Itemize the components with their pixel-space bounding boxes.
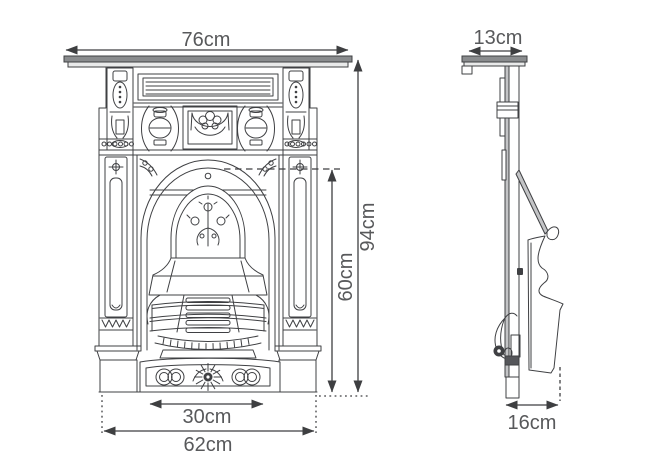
fire-grate: [146, 294, 270, 359]
dimension-label-base-depth: 16cm: [508, 412, 557, 434]
urn-right: [237, 105, 275, 152]
back-plate: [496, 65, 521, 378]
central-fruit-panel: [182, 105, 238, 150]
frieze-tier: [98, 105, 318, 156]
dimension-label-shelf-depth: 13cm: [474, 27, 523, 49]
dimension-label-opening-height: 60cm: [335, 253, 357, 302]
floral-motif: [186, 195, 230, 247]
dimension-label-shelf-width: 76cm: [182, 29, 231, 51]
spandrel-right: [258, 158, 277, 177]
mantel-shelf-side: [461, 55, 528, 75]
apron: [154, 335, 262, 350]
scroll-bracket: [493, 312, 520, 366]
sunburst-motif: [192, 363, 224, 391]
entablature: [98, 66, 318, 349]
egg-dart-band-right: [284, 141, 317, 147]
base-foot: [505, 376, 520, 399]
side-view-drawing: [461, 55, 564, 399]
arch: [136, 154, 280, 351]
reeded-panel: [145, 81, 271, 95]
front-dimensions: 76cm 94cm 60cm 30cm 62cm: [65, 29, 379, 456]
pilaster-right: [274, 107, 322, 393]
urn-left: [141, 105, 179, 152]
pilaster-left: [94, 107, 142, 393]
dimension-label-overall-height: 94cm: [357, 203, 379, 252]
ashpan-cover: [139, 357, 281, 393]
hood-profile: [515, 169, 564, 374]
hood: [148, 185, 268, 296]
front-view-drawing: [63, 55, 353, 393]
mantel-shelf: [63, 55, 353, 68]
dimension-label-grate-width: 30cm: [183, 406, 232, 428]
dimension-label-base-width: 62cm: [184, 434, 233, 456]
corbel-right: [282, 67, 310, 151]
corbel-left: [106, 67, 134, 151]
spandrel-left: [139, 158, 158, 177]
side-dimensions: 13cm 16cm: [468, 27, 561, 434]
